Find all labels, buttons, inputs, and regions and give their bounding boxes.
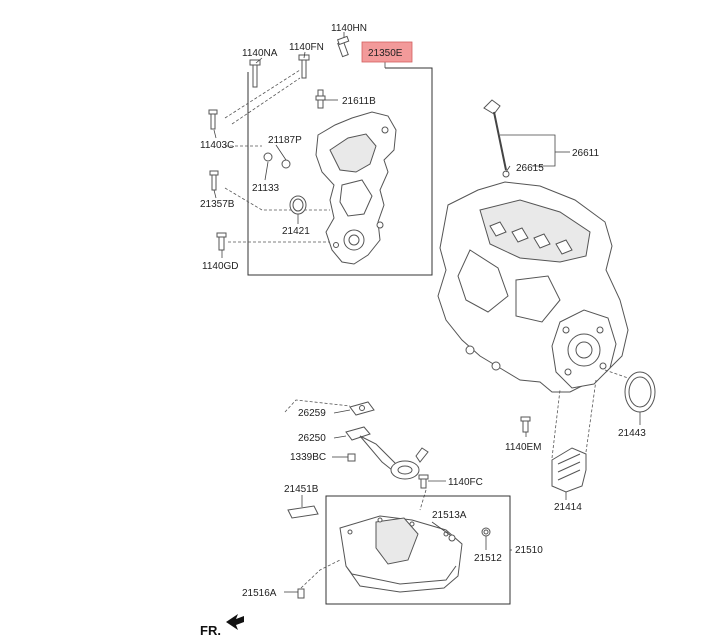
callout-26250[interactable]: 26250 bbox=[298, 433, 326, 444]
oil-pan-21510 bbox=[339, 515, 463, 593]
bolt-1140FN bbox=[298, 54, 310, 79]
callout-21443[interactable]: 21443 bbox=[618, 428, 646, 439]
rear-oil-seal-21443 bbox=[624, 371, 656, 413]
label-21451B: 21451B bbox=[284, 484, 319, 495]
oil-baffle-21414 bbox=[551, 447, 587, 493]
callout-21510[interactable]: 21510 bbox=[515, 545, 543, 556]
label-11403C: 11403C bbox=[200, 140, 234, 151]
timing-cover-group bbox=[208, 32, 433, 276]
label-21133: 21133 bbox=[252, 183, 280, 194]
label-26611: 26611 bbox=[572, 148, 600, 159]
washer-21187P bbox=[281, 159, 291, 169]
callout-21414[interactable]: 21414 bbox=[554, 502, 582, 513]
front-direction-marker: FR. bbox=[200, 614, 244, 638]
highlight-box bbox=[361, 41, 413, 63]
plug-21133 bbox=[263, 152, 273, 162]
callout-21611B[interactable]: 21611B bbox=[342, 96, 376, 107]
label-1140EM: 1140EM bbox=[505, 442, 542, 453]
bolt-11403C bbox=[208, 109, 218, 130]
callout-26611[interactable]: 26611 bbox=[572, 148, 600, 159]
callout-1140EM[interactable]: 1140EM bbox=[505, 442, 542, 453]
gasket-21513A bbox=[448, 534, 456, 542]
label-21516A: 21516A bbox=[242, 588, 277, 599]
callout-21350E[interactable]: 21350E bbox=[361, 41, 413, 63]
label-21443: 21443 bbox=[618, 428, 646, 439]
oil-level-gauge-26611 bbox=[483, 99, 510, 178]
label-1140FC: 1140FC bbox=[448, 477, 483, 488]
callout-26259[interactable]: 26259 bbox=[298, 408, 326, 419]
gasket-21451B bbox=[287, 505, 319, 519]
label-1140GD: 1140GD bbox=[202, 261, 239, 272]
strainer-26250 bbox=[345, 426, 429, 480]
bolt-21357B bbox=[209, 170, 219, 191]
bolt-1140EM bbox=[520, 416, 531, 433]
oil-seal-21421 bbox=[289, 195, 307, 215]
oil-strainer-group bbox=[284, 399, 446, 511]
label-26250: 26250 bbox=[298, 433, 326, 444]
label-21512: 21512 bbox=[474, 553, 502, 564]
nut-1339BC bbox=[347, 453, 356, 462]
bolt-1140HN bbox=[336, 35, 350, 58]
callout-21357B[interactable]: 21357B bbox=[200, 199, 235, 210]
callout-21421[interactable]: 21421 bbox=[282, 226, 310, 237]
callout-21187P[interactable]: 21187P bbox=[268, 135, 302, 146]
timing-cover-21350E bbox=[315, 111, 397, 265]
label-21513A: 21513A bbox=[432, 510, 467, 521]
label-21611B: 21611B bbox=[342, 96, 376, 107]
callout-1140NA[interactable]: 1140NA bbox=[242, 48, 278, 59]
callout-1140FC[interactable]: 1140FC bbox=[448, 477, 483, 488]
callout-21516A[interactable]: 21516A bbox=[242, 588, 277, 599]
bolt-1140FC bbox=[418, 474, 429, 489]
bolt-1140NA bbox=[249, 59, 261, 88]
label-21510: 21510 bbox=[515, 545, 543, 556]
callout-26615[interactable]: 26615 bbox=[516, 163, 544, 174]
label-1140FN: 1140FN bbox=[289, 42, 324, 53]
front-arrow-icon bbox=[226, 614, 244, 630]
stud-21611B bbox=[315, 89, 326, 109]
bolt-1140GD bbox=[216, 232, 227, 251]
label-1140HN: 1140HN bbox=[331, 23, 367, 34]
label-1140NA: 1140NA bbox=[242, 48, 278, 59]
label-1339BC: 1339BC bbox=[290, 452, 326, 463]
gasket-26259 bbox=[349, 401, 375, 416]
callout-21133[interactable]: 21133 bbox=[252, 183, 280, 194]
callout-21512[interactable]: 21512 bbox=[474, 553, 502, 564]
bolt-21516A bbox=[297, 588, 305, 599]
label-26615: 26615 bbox=[516, 163, 544, 174]
label-21357B: 21357B bbox=[200, 199, 235, 210]
callout-1339BC[interactable]: 1339BC bbox=[290, 452, 326, 463]
label-21414: 21414 bbox=[554, 502, 582, 513]
callout-11403C[interactable]: 11403C bbox=[200, 140, 234, 151]
timing-cover-box bbox=[247, 67, 433, 276]
callout-1140GD[interactable]: 1140GD bbox=[202, 261, 239, 272]
label-21350E: 21350E bbox=[368, 48, 403, 59]
callout-21451B[interactable]: 21451B bbox=[284, 484, 319, 495]
cylinder-block bbox=[437, 181, 629, 393]
label-21421: 21421 bbox=[282, 226, 310, 237]
oil-pan-box bbox=[325, 495, 511, 605]
callout-21513A[interactable]: 21513A bbox=[432, 510, 467, 521]
label-21187P: 21187P bbox=[268, 135, 302, 146]
callout-1140FN[interactable]: 1140FN bbox=[289, 42, 324, 53]
label-26259: 26259 bbox=[298, 408, 326, 419]
callout-1140HN[interactable]: 1140HN bbox=[331, 23, 367, 34]
front-label: FR. bbox=[200, 623, 221, 638]
drain-plug-21512 bbox=[481, 527, 491, 537]
